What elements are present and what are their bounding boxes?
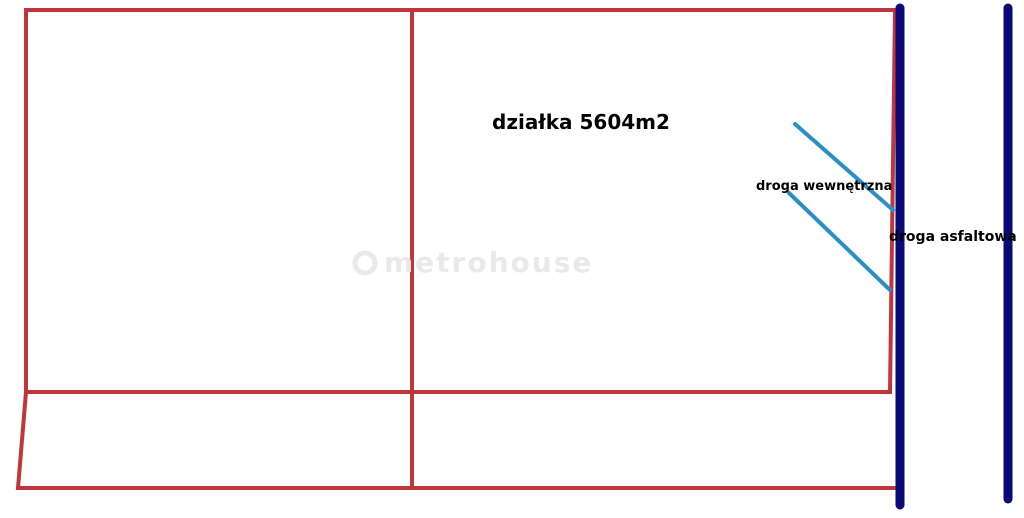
watermark: metrohouse: [352, 246, 593, 279]
internal-road-lower-edge: [787, 191, 892, 292]
plot-right-boundary: [887, 7, 898, 395]
watermark-logo-icon: [352, 250, 378, 276]
plot-area-label: działka 5604m2: [492, 110, 670, 134]
internal-road-label: droga wewnętrzna: [756, 179, 893, 194]
watermark-text: metrohouse: [384, 246, 594, 279]
internal-road-upper-edge: [793, 122, 895, 212]
asphalt-road: [895, 3, 1013, 510]
asphalt-road-label: droga asfaltowa: [889, 229, 1017, 245]
internal-road: [787, 122, 895, 292]
lower-strip-left-boundary: [15, 389, 29, 491]
plot-boundaries: [15, 7, 898, 491]
